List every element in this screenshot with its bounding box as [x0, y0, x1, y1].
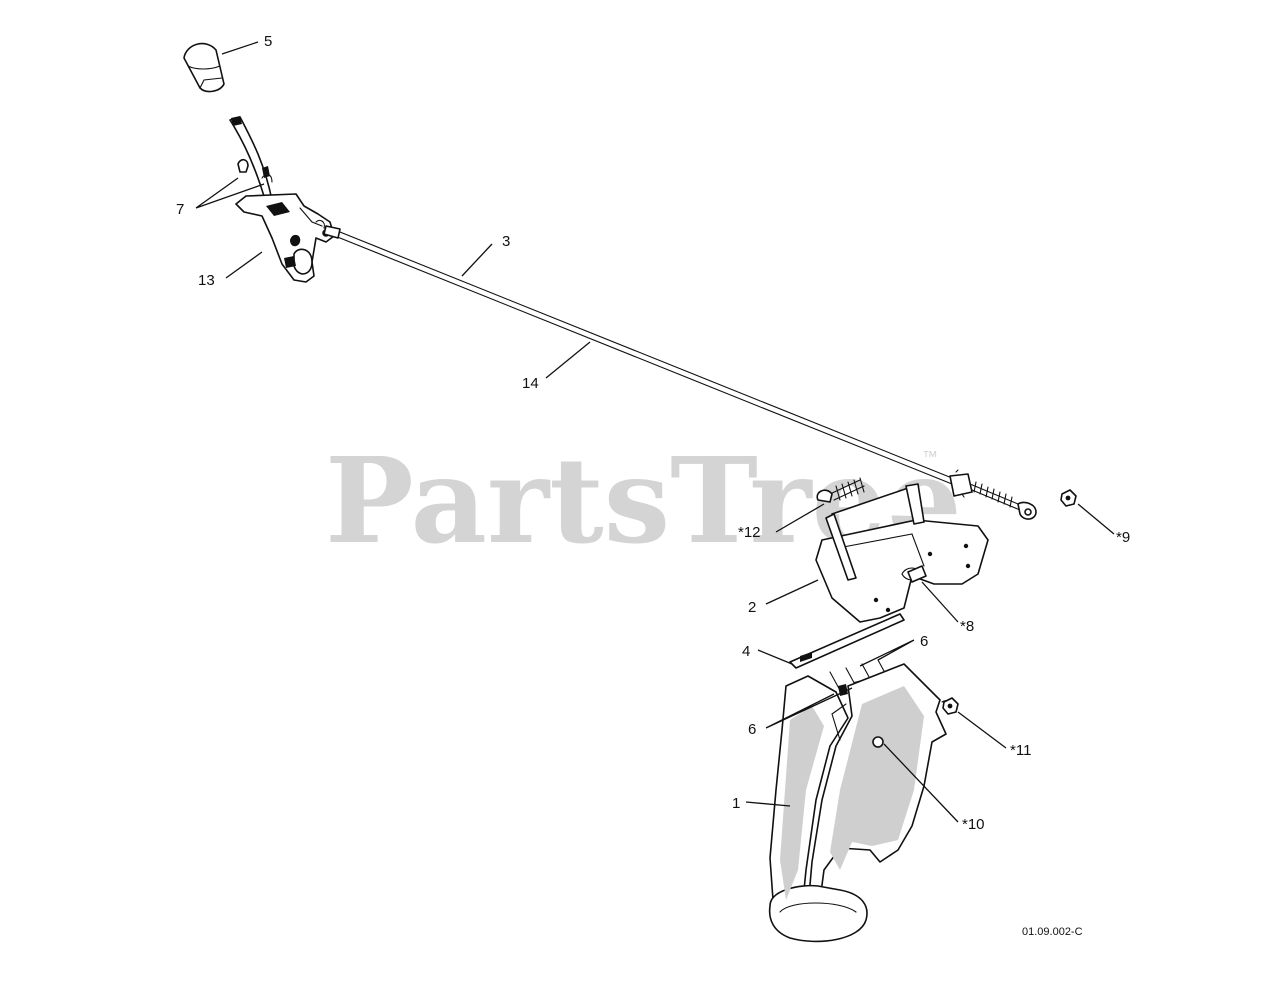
callout-14: 14	[522, 375, 539, 392]
leader-6b	[765, 687, 853, 729]
leader-3	[461, 243, 493, 277]
leader-5	[221, 41, 259, 55]
callout-13: 13	[198, 272, 215, 289]
watermark-trademark: ™	[922, 449, 938, 466]
leader-4	[757, 649, 793, 665]
callout-2: 2	[748, 599, 756, 616]
leader-11	[957, 711, 1007, 749]
leader-6a	[859, 639, 915, 667]
leader-lines	[195, 41, 1115, 823]
callout-4: 4	[742, 643, 750, 660]
drawing-number: 01.09.002-C	[1022, 926, 1083, 938]
part-bolt-8[interactable]	[907, 565, 927, 583]
part-lever-bracket[interactable]	[235, 193, 335, 283]
callout-6-lower: 6	[748, 721, 756, 738]
part-spring-12[interactable]	[816, 477, 865, 503]
callout-11: *11	[1010, 742, 1031, 759]
part-shift-lever[interactable]	[229, 116, 273, 204]
part-discharge-chute[interactable]	[768, 663, 952, 943]
part-control-cable[interactable]	[323, 225, 953, 485]
part-bar-4[interactable]	[789, 613, 905, 669]
callout-12: *12	[738, 524, 761, 541]
part-clips[interactable]	[237, 158, 273, 183]
leader-8	[921, 581, 959, 623]
callout-10: *10	[962, 816, 985, 833]
callout-7: 7	[176, 201, 184, 218]
part-knob[interactable]	[183, 42, 225, 93]
callout-8: *8	[960, 618, 974, 635]
part-cable-adjuster[interactable]	[949, 469, 1037, 520]
leader-1	[745, 801, 791, 807]
part-nut-11[interactable]	[942, 697, 959, 715]
leader-14	[545, 341, 591, 379]
callout-9: *9	[1116, 529, 1130, 546]
part-chute-deflector[interactable]	[815, 483, 989, 623]
callout-3: 3	[502, 233, 510, 250]
callouts: 5 7 13 3 14 *12 *9 2 *8 4 6 6 *11 1 *10	[176, 33, 1130, 833]
callout-6-upper: 6	[920, 633, 928, 650]
leader-2	[765, 579, 819, 605]
callout-5: 5	[264, 33, 272, 50]
leader-13	[225, 251, 263, 279]
leader-12	[775, 503, 825, 533]
part-nut-9[interactable]	[1060, 489, 1077, 507]
leader-7	[195, 177, 265, 209]
leader-10	[883, 743, 959, 823]
callout-1: 1	[732, 795, 740, 812]
leader-9	[1077, 503, 1115, 535]
